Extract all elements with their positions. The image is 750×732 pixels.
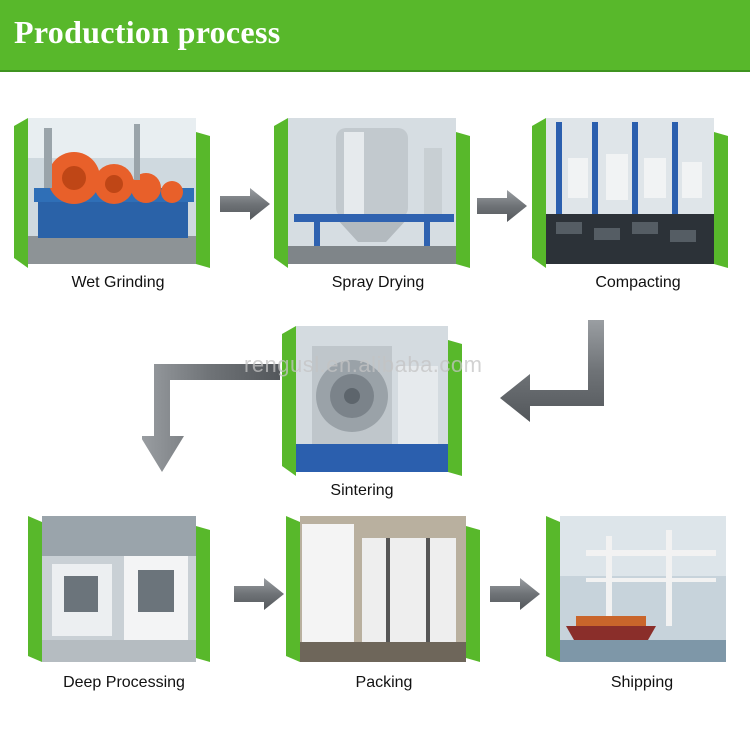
arrow-right-icon [477,190,527,222]
header-banner: Production process [0,0,750,72]
step-deep-processing: Deep Processing [28,516,228,696]
spray-drying-image [274,118,470,268]
arrow-right-icon [220,188,270,220]
step-compacting: Compacting [532,118,732,298]
sintering-image [282,326,462,476]
arrow-right-icon [234,578,284,610]
step-label: Wet Grinding [71,274,165,291]
step-label: Deep Processing [63,674,185,691]
step-label: Packing [355,674,413,691]
step-label: Sintering [330,482,394,499]
packing-image [286,516,480,662]
wet-grinding-image [14,118,210,268]
step-label: Shipping [610,674,674,691]
page-title: Production process [14,14,281,50]
step-wet-grinding: Wet Grinding [14,118,214,298]
arrow-right-icon [490,578,540,610]
step-sintering: Sintering [282,326,482,506]
watermark: rengusl.en.alibaba.com [244,352,483,377]
step-label: Spray Drying [331,274,425,291]
deep-processing-image [28,516,210,662]
step-label: Compacting [595,274,681,291]
shipping-image [546,516,726,662]
compacting-image [532,118,728,268]
elbow-arrow-left-down-icon [142,364,280,472]
step-packing: Packing [286,516,486,696]
step-shipping: Shipping [546,516,746,696]
elbow-arrow-down-left-icon [500,320,604,422]
step-spray-drying: Spray Drying [274,118,474,298]
